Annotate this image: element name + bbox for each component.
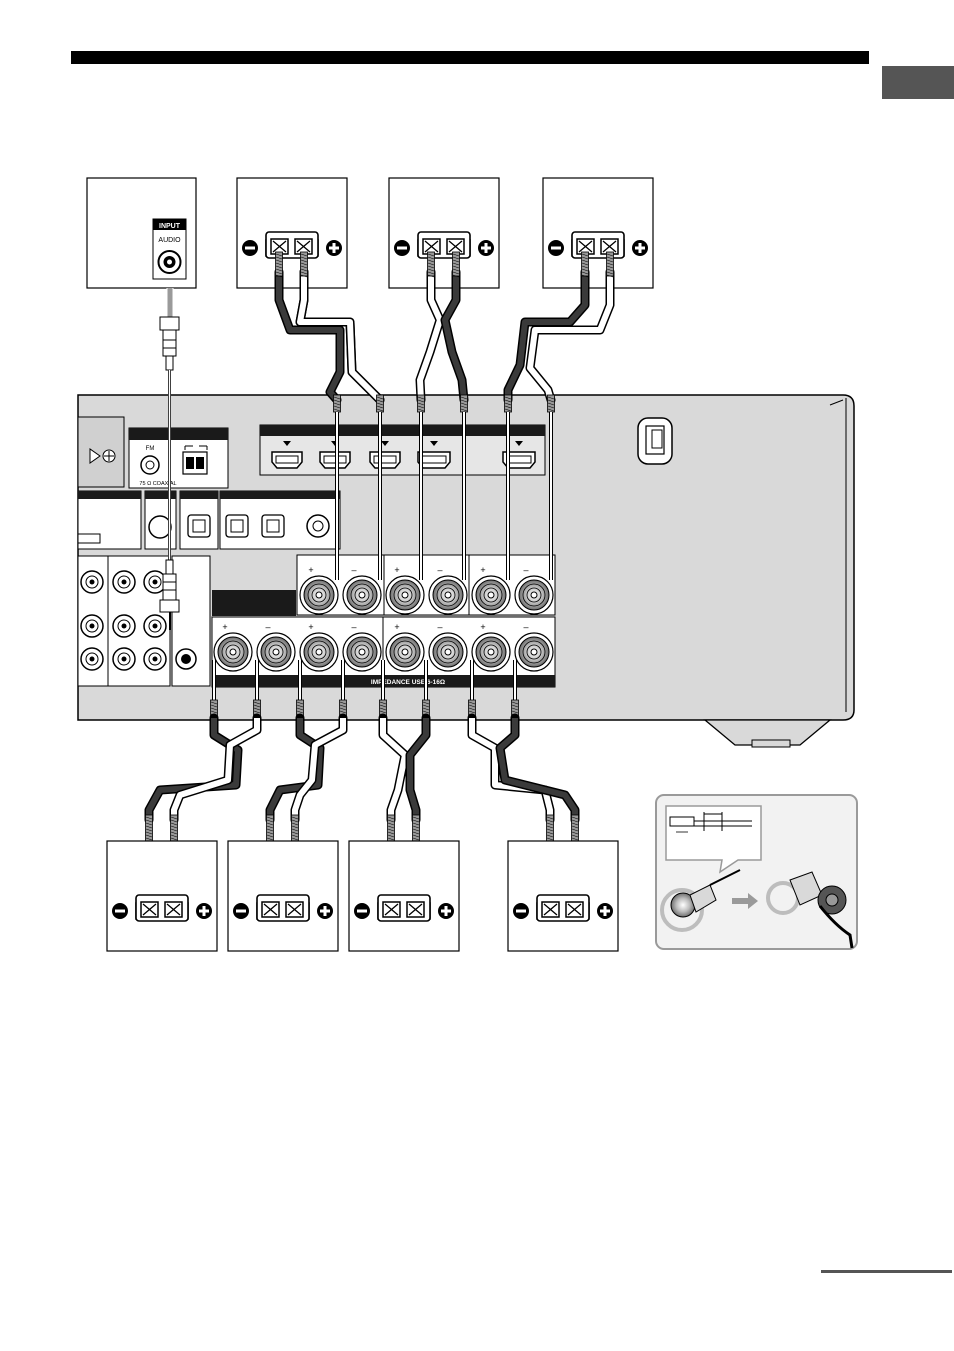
rca-jack	[144, 648, 166, 670]
rca-jack	[81, 571, 103, 593]
fm-label: FM	[146, 446, 155, 452]
rca-jack	[113, 648, 135, 670]
polarity-sign: –	[265, 622, 270, 632]
audio-label: AUDIO	[158, 237, 181, 244]
polarity-sign: +	[394, 622, 399, 632]
binding-post	[343, 576, 381, 614]
plus-icon	[632, 240, 648, 256]
polarity-sign: –	[523, 565, 528, 575]
minus-icon	[112, 903, 128, 919]
binding-post	[386, 576, 424, 614]
speaker-box-top-1	[237, 178, 347, 288]
hdmi-strip	[260, 425, 545, 475]
polarity-sign: –	[437, 565, 442, 575]
binding-post	[472, 633, 510, 671]
rca-jack	[81, 648, 103, 670]
polarity-sign: +	[308, 565, 313, 575]
polarity-sign: –	[437, 622, 442, 632]
minus-icon	[354, 903, 370, 919]
speaker-box-bottom-4	[508, 841, 618, 951]
polarity-sign: –	[351, 565, 356, 575]
polarity-sign: +	[394, 565, 399, 575]
minus-icon	[513, 903, 529, 919]
binding-post	[214, 633, 252, 671]
section-tab	[882, 66, 954, 99]
polarity-sign: –	[523, 622, 528, 632]
minus-icon	[548, 240, 564, 256]
rca-jack	[81, 615, 103, 637]
polarity-sign: +	[480, 622, 485, 632]
header-bar	[71, 51, 869, 64]
speaker-box-bottom-1	[107, 841, 217, 951]
binding-post	[429, 633, 467, 671]
binding-post	[429, 576, 467, 614]
binding-post	[386, 633, 424, 671]
plus-icon	[317, 903, 333, 919]
plus-icon	[478, 240, 494, 256]
binding-post	[515, 576, 553, 614]
binding-post	[300, 633, 338, 671]
speaker-box-bottom-3	[349, 841, 459, 951]
speaker-box-bottom-2	[228, 841, 338, 951]
binding-post	[472, 576, 510, 614]
polarity-sign: +	[308, 622, 313, 632]
rca-jack	[113, 615, 135, 637]
rca-jack	[113, 571, 135, 593]
plus-icon	[196, 903, 212, 919]
wire-preparation-inset	[656, 795, 857, 949]
subwoofer-box: INPUT AUDIO	[87, 178, 196, 288]
polarity-sign: +	[222, 622, 227, 632]
binding-post	[515, 633, 553, 671]
minus-icon	[242, 240, 258, 256]
minus-icon	[394, 240, 410, 256]
ac-inlet	[638, 418, 672, 464]
plus-icon	[597, 903, 613, 919]
plus-icon	[326, 240, 342, 256]
binding-post	[343, 633, 381, 671]
speaker-box-top-3	[543, 178, 653, 288]
polarity-sign: +	[480, 565, 485, 575]
polarity-sign: –	[351, 622, 356, 632]
speaker-box-top-2	[389, 178, 499, 288]
footer-rule	[821, 1270, 952, 1273]
binding-post	[257, 633, 295, 671]
binding-post	[300, 576, 338, 614]
input-label: INPUT	[159, 223, 181, 230]
plus-icon	[438, 903, 454, 919]
rca-jack	[144, 615, 166, 637]
minus-icon	[233, 903, 249, 919]
